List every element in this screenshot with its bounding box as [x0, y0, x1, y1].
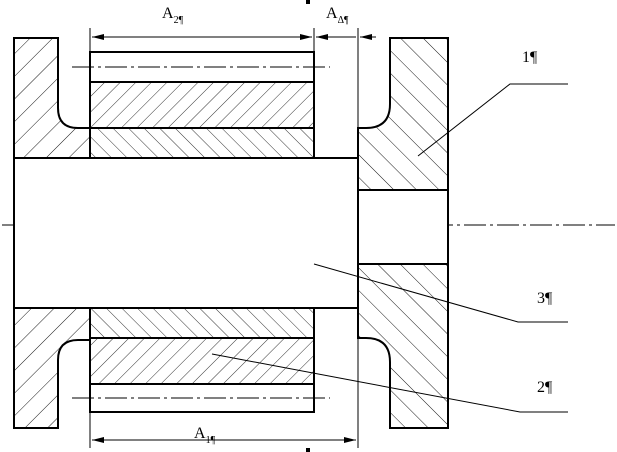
marker-top [306, 0, 310, 4]
arrow-a2-right [300, 34, 312, 40]
arrow-adelta-right [360, 34, 372, 40]
dim-label-a1: A1¶ [194, 425, 216, 446]
bushing-upper-inner-b [89, 127, 315, 159]
bushing-lower-inner-b [89, 337, 315, 385]
marker-bottom [306, 448, 310, 452]
shaft-body [13, 157, 359, 309]
shaft-flange-lower [13, 307, 91, 429]
leader-part2 [211, 353, 568, 413]
dim-label-adelta: AΔ¶ [326, 5, 349, 26]
bushing-upper-inner-a [89, 81, 315, 129]
right-flange-lower [357, 263, 449, 429]
leader-part1 [417, 83, 568, 157]
callout-part2: 2¶ [537, 379, 553, 396]
shaft-flange-upper [13, 37, 91, 159]
callout-part1: 1¶ [522, 49, 538, 66]
arrow-a2-left [92, 34, 104, 40]
arrow-a1-left [92, 437, 104, 443]
arrow-a1-right [344, 437, 356, 443]
right-flange-bore [357, 189, 449, 265]
dim-label-a2: A2¶ [162, 5, 184, 26]
leader-part3 [313, 263, 568, 323]
callout-part3: 3¶ [537, 290, 553, 307]
arrow-adelta-left [316, 34, 328, 40]
right-flange-upper [357, 37, 449, 191]
bushing-lower-inner-a [89, 307, 315, 339]
